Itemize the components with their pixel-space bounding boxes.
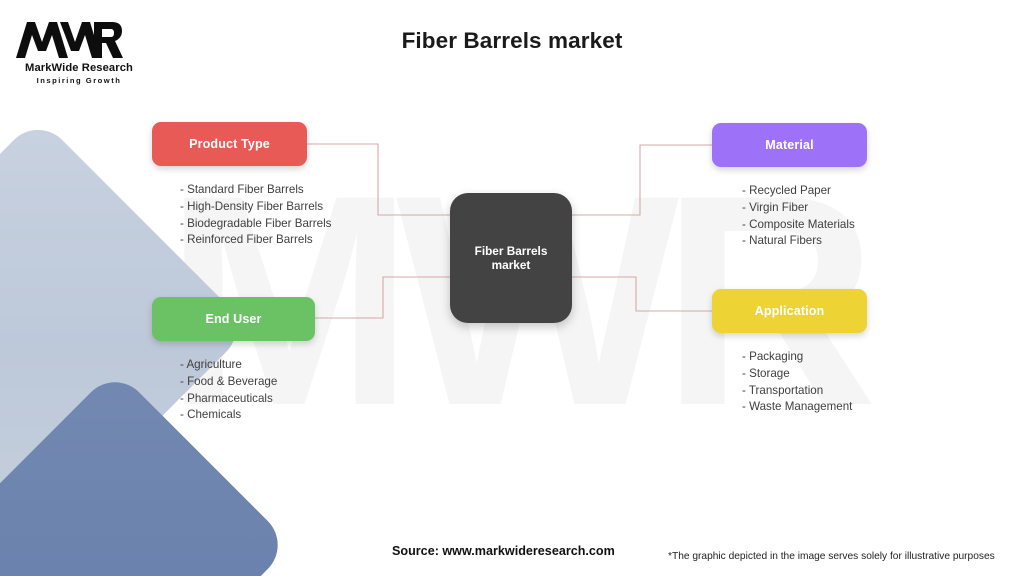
brand-logo: MarkWide Research Inspiring Growth xyxy=(14,18,144,85)
list-item: - Pharmaceuticals xyxy=(180,391,273,405)
category-items-material: - Recycled Paper - Virgin Fiber - Compos… xyxy=(742,183,867,250)
list-item: - Food & Beverage xyxy=(180,374,278,388)
category-header-application[interactable]: Application xyxy=(712,289,867,333)
list-item: - Storage xyxy=(742,366,790,380)
mwr-logo-icon xyxy=(16,22,123,58)
category-label-application: Application xyxy=(754,304,825,318)
list-item: - Recycled Paper xyxy=(742,184,831,197)
category-label-material: Material xyxy=(765,138,814,152)
list-item: - Waste Management xyxy=(742,400,853,414)
disclaimer-text: *The graphic depicted in the image serve… xyxy=(668,551,995,562)
list-item: - High-Density Fiber Barrels xyxy=(180,199,324,213)
category-product-type[interactable]: Product Type - Standard Fiber Barrels - … xyxy=(152,122,331,265)
category-end-user[interactable]: End User - Agriculture - Food & Beverage… xyxy=(152,297,315,440)
category-items-product-type: - Standard Fiber Barrels - High-Density … xyxy=(180,182,331,249)
category-label-end-user: End User xyxy=(205,312,262,326)
list-item: - Biodegradable Fiber Barrels xyxy=(180,216,332,230)
category-header-material[interactable]: Material xyxy=(712,123,867,167)
category-material[interactable]: Material - Recycled Paper - Virgin Fiber… xyxy=(712,123,867,266)
list-item: - Reinforced Fiber Barrels xyxy=(180,233,313,247)
category-items-application: - Packaging - Storage - Transportation -… xyxy=(742,349,867,416)
list-item: - Agriculture xyxy=(180,358,242,371)
connector-end-user xyxy=(315,276,452,319)
list-item: - Transportation xyxy=(742,383,824,397)
source-label: Source: www.markwideresearch.com xyxy=(392,544,615,558)
list-item: - Chemicals xyxy=(180,408,242,422)
category-header-product-type[interactable]: Product Type xyxy=(152,122,307,166)
center-node: Fiber Barrels market xyxy=(450,193,572,323)
brand-tagline: Inspiring Growth xyxy=(36,75,122,85)
connector-application xyxy=(570,276,712,312)
center-node-label: Fiber Barrels market xyxy=(474,244,548,272)
category-label-product-type: Product Type xyxy=(189,137,270,151)
category-header-end-user[interactable]: End User xyxy=(152,297,315,341)
brand-name: MarkWide Research xyxy=(25,62,133,74)
page-title: Fiber Barrels market xyxy=(401,28,623,53)
connector-material xyxy=(570,144,712,216)
connector-product-type xyxy=(307,143,452,216)
list-item: - Virgin Fiber xyxy=(742,200,809,214)
list-item: - Composite Materials xyxy=(742,217,855,231)
category-items-end-user: - Agriculture - Food & Beverage - Pharma… xyxy=(180,357,315,424)
list-item: - Standard Fiber Barrels xyxy=(180,183,304,196)
category-application[interactable]: Application - Packaging - Storage - Tran… xyxy=(712,289,867,432)
list-item: - Packaging xyxy=(742,350,804,363)
list-item: - Natural Fibers xyxy=(742,234,822,248)
